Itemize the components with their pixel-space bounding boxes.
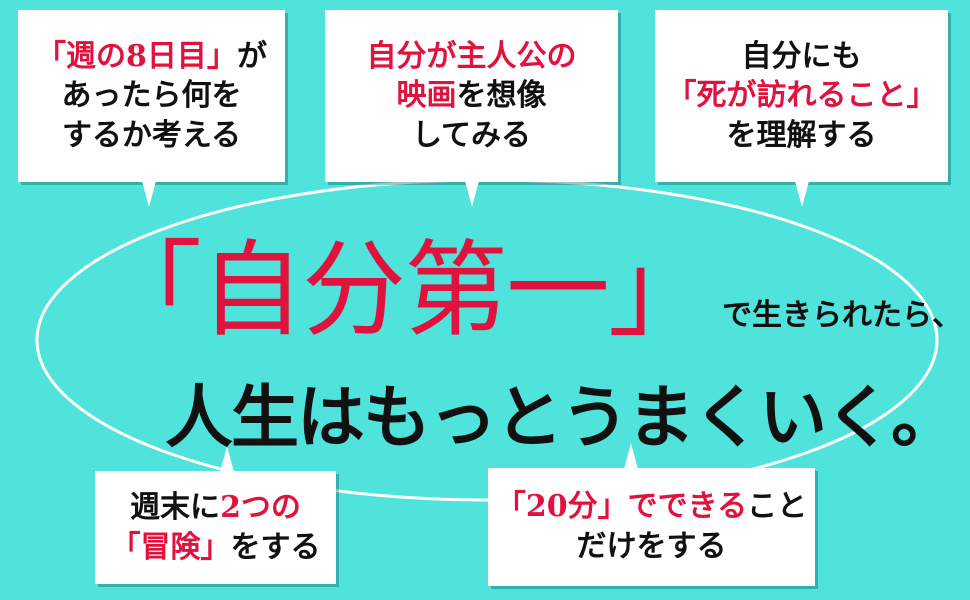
highlight-text: 「20分」でできる <box>495 489 748 525</box>
body-text: を理解する <box>726 117 877 153</box>
highlight-text: 「週の8日目」 <box>36 38 237 74</box>
bubble-line: 映画を想像 <box>397 76 547 116</box>
body-text: こと <box>747 489 808 525</box>
highlight-text: 自分が主人公の <box>366 38 577 74</box>
body-text: だけをする <box>576 529 727 564</box>
bubble-line: あったら何を <box>62 76 242 116</box>
highlight-text: 「冒険」 <box>110 529 231 565</box>
body-text: が <box>236 38 267 74</box>
bubble-line: 「冒険」をする <box>111 528 321 568</box>
bubble-line: してみる <box>412 116 531 156</box>
bubble-line: 自分が主人公の <box>367 37 577 77</box>
body-text: あったら何を <box>61 78 242 114</box>
bubble-line: 「週の8日目」が <box>36 37 267 77</box>
bubble-line: だけをする <box>577 527 727 567</box>
highlight-text: 映画 <box>396 78 457 114</box>
headline-main: 「自分第一」 <box>98 229 712 351</box>
bubble-line: 「20分」でできること <box>496 487 807 527</box>
bubble-line: 週末に2つの <box>130 488 301 528</box>
headline-line2: 人生はもっとうまくいく。 <box>165 378 959 458</box>
highlight-text: 「死が訪れること」 <box>666 78 937 114</box>
bubble-line: 「死が訪れること」 <box>667 76 937 116</box>
body-text: をする <box>230 529 321 565</box>
bubble-tail <box>465 181 479 207</box>
bubble-line: を理解する <box>727 116 877 156</box>
bubble-line: するか考える <box>62 116 241 156</box>
bubble-movie-protagonist: 自分が主人公の映画を想像してみる <box>325 10 618 182</box>
body-text: してみる <box>411 117 532 153</box>
bubble-tail <box>142 181 156 207</box>
headline-suffix: で生きられたら、 <box>722 298 962 333</box>
bubble-weekend-adventure: 週末に2つの「冒険」をする <box>95 471 336 584</box>
bubble-line: 自分にも <box>742 37 862 77</box>
bubble-tail <box>220 446 234 472</box>
body-text: するか考える <box>61 117 242 153</box>
body-text: 週末に <box>130 489 221 525</box>
bubble-tail <box>624 443 638 469</box>
bubble-twenty-minutes: 「20分」でできることだけをする <box>488 468 815 586</box>
bubble-eighth-day: 「週の8日目」があったら何をするか考える <box>18 10 285 182</box>
bubble-tail <box>795 181 809 207</box>
bubble-understand-death: 自分にも「死が訪れること」を理解する <box>655 10 948 182</box>
body-text: 自分にも <box>741 38 862 74</box>
highlight-text: 2つの <box>220 489 301 525</box>
body-text: を想像 <box>456 78 547 114</box>
